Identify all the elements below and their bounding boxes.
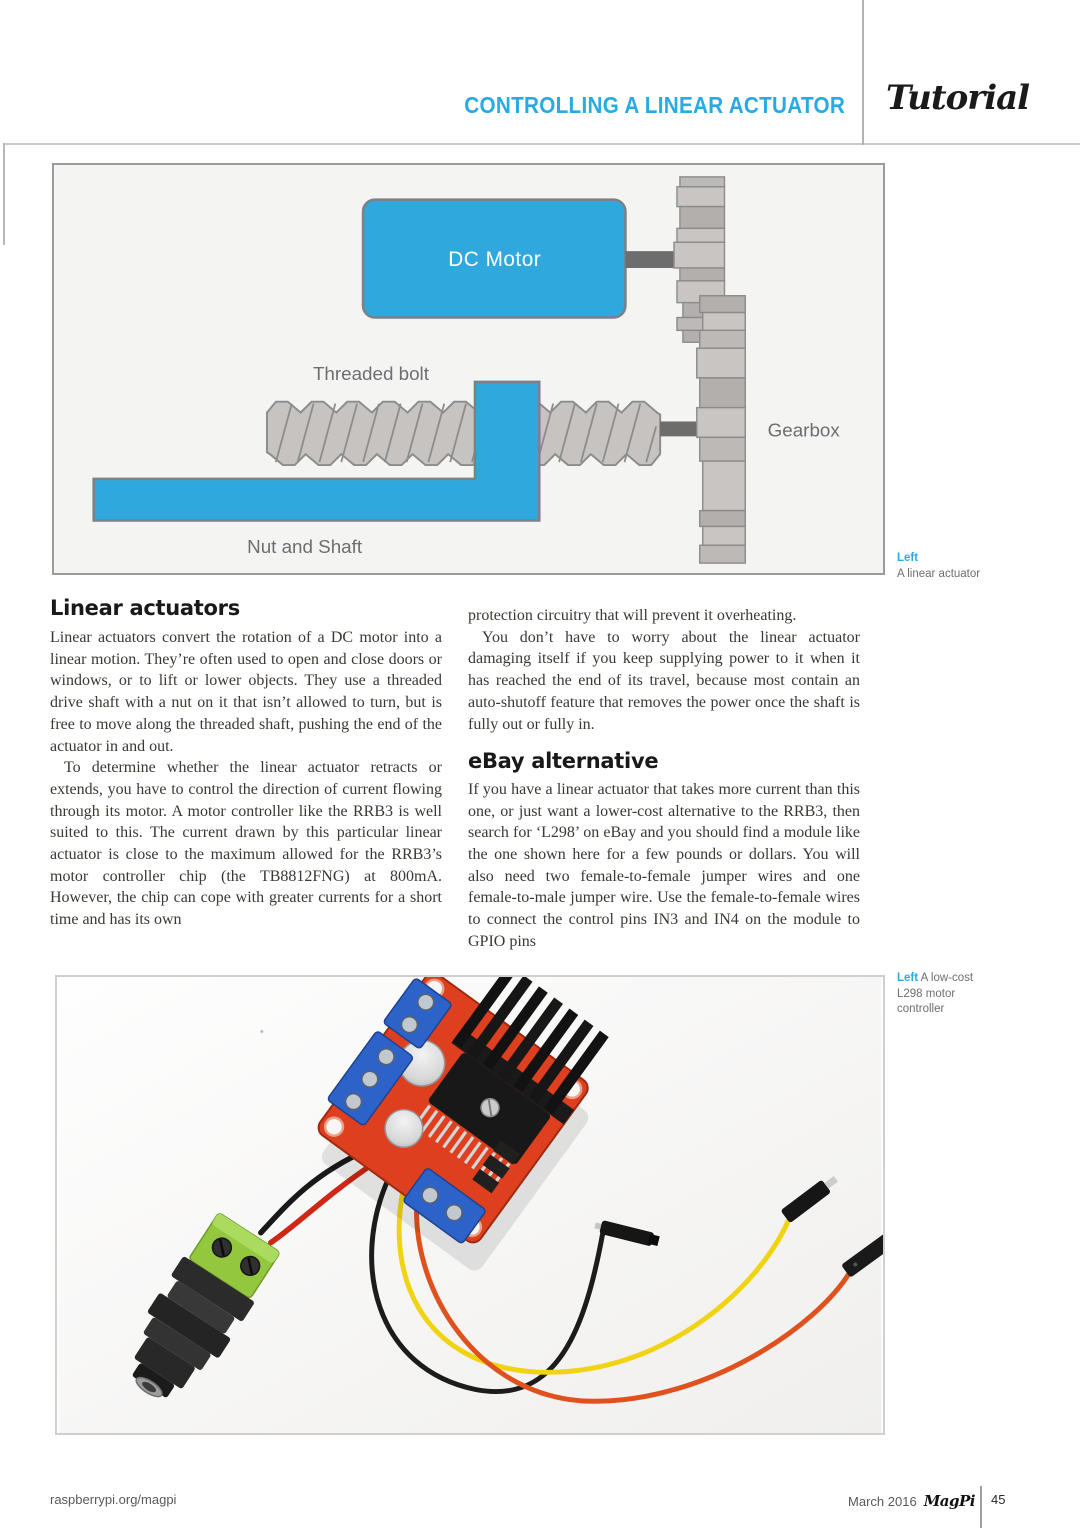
caption-text: A low-cost L298 motor controller <box>897 972 974 1015</box>
black-power-wire <box>258 1147 369 1236</box>
header-divider <box>862 0 864 145</box>
motor-shaft <box>625 251 679 268</box>
caption-tag: Left <box>897 972 919 984</box>
smd-components <box>472 1140 521 1194</box>
heading-ebay-alternative: eBay alternative <box>468 749 659 774</box>
paragraph: To determine whether the linear actuator… <box>50 759 442 929</box>
nut-and-shaft-label: Nut and Shaft <box>247 536 363 557</box>
paragraph: You don’t have to worry about the linear… <box>468 628 860 733</box>
linear-actuator-diagram: DC Motor <box>52 163 885 575</box>
black-jumper-wire <box>369 1177 606 1394</box>
diagram-svg: DC Motor <box>92 176 841 564</box>
red-power-wire <box>268 1160 377 1246</box>
footer-date-logo: March 2016 MagPi <box>848 1492 975 1510</box>
orange-jumper-connector <box>842 1232 883 1277</box>
nut-and-shaft-shape <box>92 380 541 522</box>
caption-text: A linear actuator <box>897 567 981 580</box>
photo-caption: Left A low-cost L298 motor controller <box>897 971 997 1018</box>
capacitor <box>384 1108 424 1149</box>
paragraph: Linear actuators convert the rotation of… <box>50 629 442 755</box>
footer-date: March 2016 <box>848 1494 917 1509</box>
heading-linear-actuators: Linear actuators <box>50 596 240 620</box>
paragraph: If you have a linear actuator that takes… <box>468 780 860 950</box>
article-column-1: Linear actuators convert the rotation of… <box>50 627 442 931</box>
magpi-logo: MagPi <box>923 1492 976 1510</box>
diagram-caption: Left A linear actuator <box>897 551 1007 582</box>
yellow-jumper-wire <box>396 1184 792 1375</box>
section-label: Tutorial <box>886 78 1030 118</box>
photo-svg <box>58 977 883 1433</box>
bolt-shaft <box>660 421 702 437</box>
black-jumper-connector <box>594 1220 660 1247</box>
threaded-bolt-label: Threaded bolt <box>313 363 430 384</box>
paragraph: protection circuitry that will prevent i… <box>468 607 797 624</box>
terminal-screws <box>344 993 463 1222</box>
dust-speck <box>260 1030 264 1034</box>
page-title: CONTROLLING A LINEAR ACTUATOR <box>464 92 845 118</box>
threaded-bolt <box>265 400 662 467</box>
header-rule <box>3 143 1080 145</box>
footer-site-url: raspberrypi.org/magpi <box>50 1492 177 1507</box>
footer-divider <box>980 1486 982 1528</box>
l298-controller-photo <box>55 975 885 1435</box>
caption-tag: Left <box>897 552 919 564</box>
left-edge-rule <box>3 143 5 245</box>
orange-jumper-wire <box>414 1190 853 1404</box>
yellow-jumper-connector <box>781 1175 838 1223</box>
dc-barrel-jack <box>132 1213 280 1398</box>
heatsink <box>451 977 609 1125</box>
gear-large <box>696 295 746 564</box>
wires <box>258 1147 853 1404</box>
dc-motor-label: DC Motor <box>448 248 541 271</box>
page-number: 45 <box>991 1492 1006 1507</box>
article-column-2: protection circuitry that will prevent i… <box>468 605 860 953</box>
gearbox-label: Gearbox <box>768 419 841 440</box>
l298-board <box>317 977 609 1271</box>
jack-barrel <box>132 1256 254 1398</box>
